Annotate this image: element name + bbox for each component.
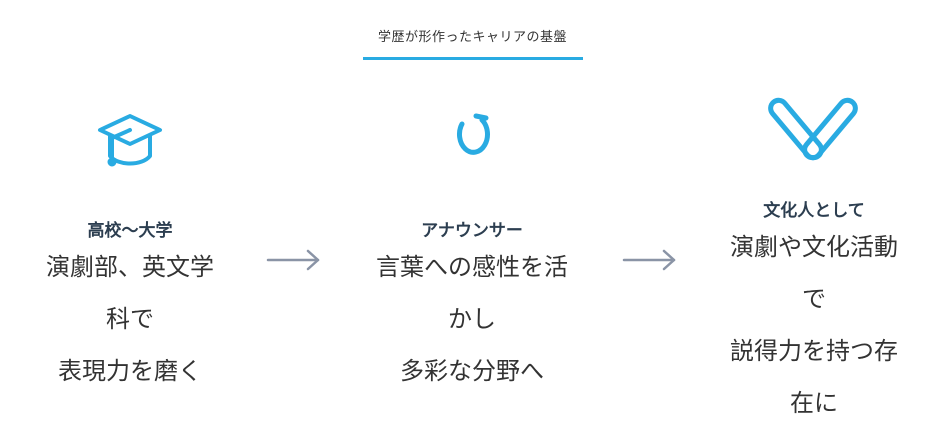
description-line: 演劇や文化活動: [730, 233, 898, 261]
crossed-tools-icon: [768, 97, 858, 161]
step-title: アナウンサー: [421, 221, 523, 241]
career-step-education: 高校〜大学 演劇部、英文学 科で 表現力を磨く: [20, 110, 240, 397]
step-title: 文化人として: [763, 201, 865, 221]
description-line: 多彩な分野へ: [400, 357, 544, 385]
arrow-right-icon: [622, 249, 676, 271]
career-step-cultural-figure: 文化人として 演劇や文化活動 で 説得力を持つ存 在に: [698, 88, 930, 429]
description-line: で: [802, 285, 826, 313]
career-step-announcer: アナウンサー 言葉への感性を活 かし 多彩な分野へ: [352, 110, 592, 397]
graduation-cap-icon: [98, 114, 162, 167]
step-title: 高校〜大学: [87, 221, 173, 241]
step-description: 言葉への感性を活 かし 多彩な分野へ: [352, 241, 592, 397]
arrow-right-icon: [266, 249, 320, 271]
section-title: 学歴が形作ったキャリアの基盤: [377, 30, 567, 45]
description-line: 言葉への感性を活: [376, 253, 568, 281]
step-description: 演劇や文化活動 で 説得力を持つ存 在に: [698, 221, 930, 429]
description-line: 説得力を持つ存: [730, 337, 898, 365]
description-line: 科で: [106, 305, 154, 333]
title-underline: [362, 57, 583, 60]
description-line: かし: [448, 305, 496, 333]
microphone-arc-icon: [456, 113, 490, 155]
description-line: 表現力を磨く: [58, 357, 202, 385]
description-line: 在に: [790, 389, 838, 417]
description-line: 演劇部、英文学: [46, 253, 214, 281]
section-header: 学歴が形作ったキャリアの基盤: [0, 26, 945, 60]
step-description: 演劇部、英文学 科で 表現力を磨く: [20, 241, 240, 397]
